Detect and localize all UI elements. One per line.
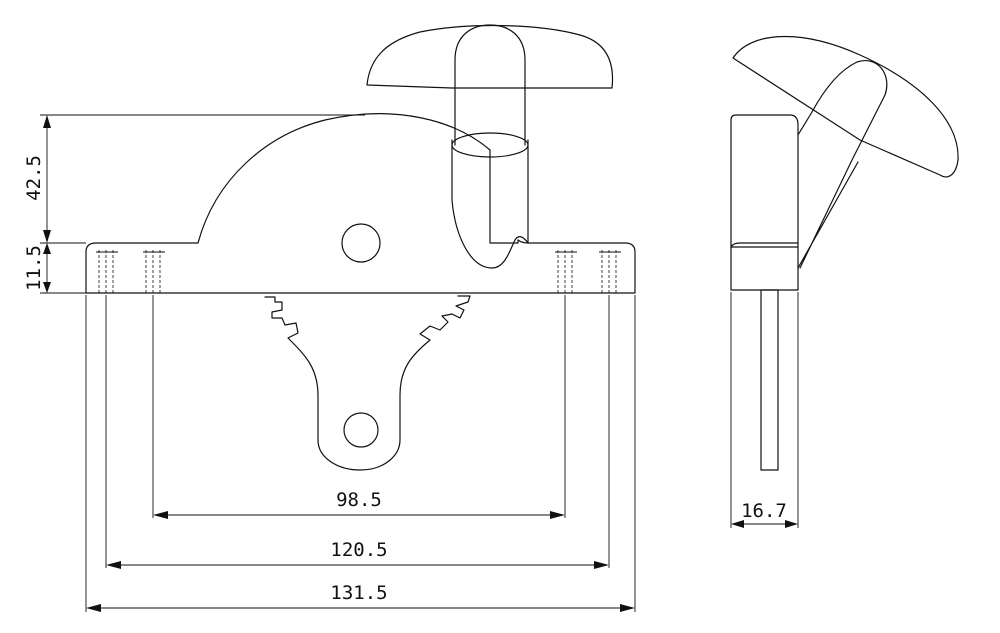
bolt-hidden-lines [96,250,621,293]
lever-shaft [451,139,529,269]
dimension-42-5: 42.5 [23,115,51,243]
dimension-98-5: 98.5 [153,489,565,519]
front-view [40,24,636,612]
side-body [730,114,799,291]
handle-stem [454,24,526,146]
dimension-16-7: 16.7 [731,500,798,528]
dim-label-width-overall: 131.5 [330,582,387,604]
dim-label-height-base: 11.5 [23,245,45,291]
side-view [730,35,959,528]
sector-hole [343,412,379,448]
side-handle [797,60,888,269]
dimension-131-5: 131.5 [86,582,635,612]
dim-label-height-upper: 42.5 [23,155,45,201]
contact-sector [264,295,471,471]
dim-label-side-thickness: 16.7 [741,500,787,522]
base-plate [85,113,636,294]
dimension-120-5: 120.5 [106,539,609,569]
dimension-11-5: 11.5 [23,243,51,293]
pivot-hole [341,223,381,263]
lever-collar [451,132,529,158]
dim-label-width-middle: 120.5 [330,539,387,561]
side-handle-grip [732,35,959,178]
handle-crossbar [366,24,614,89]
side-blade [760,289,779,471]
dim-label-width-inner: 98.5 [336,489,382,511]
